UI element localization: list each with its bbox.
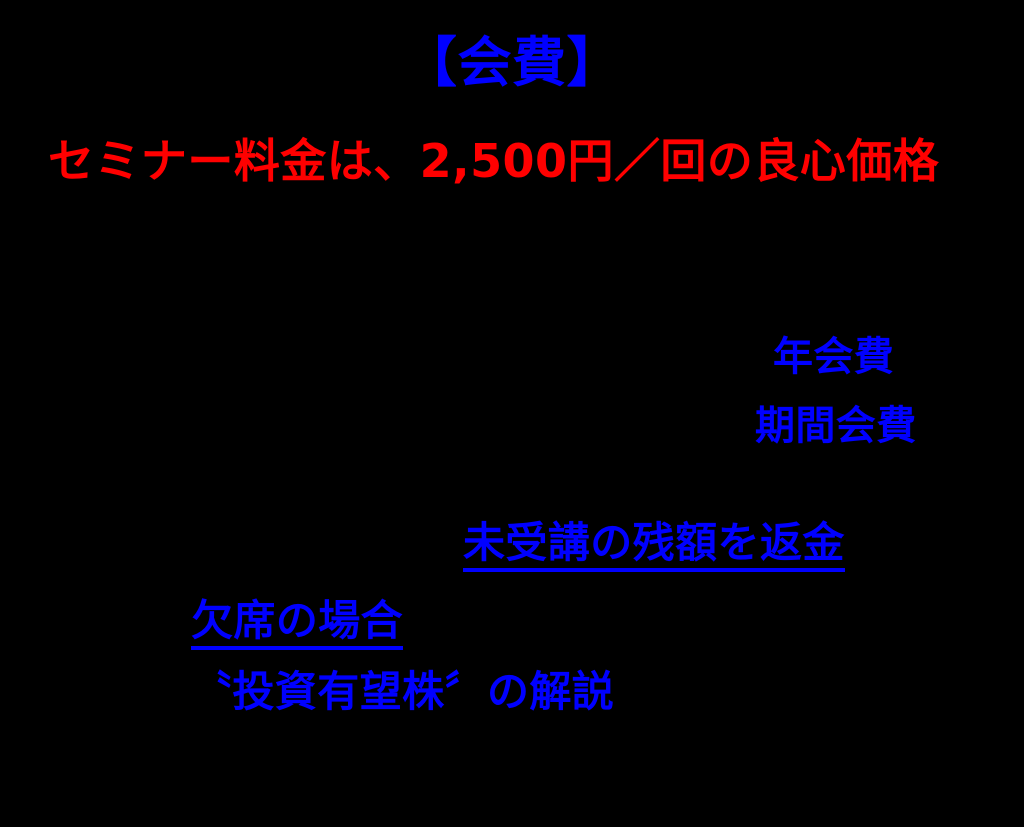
term-fee-label: 期間会費: [755, 403, 917, 449]
refund-unattended-balance-label: 未受講の残額を返金: [463, 522, 845, 572]
promising-stock-commentary-label: 〝投資有望株〞の解説: [190, 667, 615, 716]
annual-fee-label: 年会費: [773, 334, 895, 380]
page-title: 【会費】: [402, 31, 622, 94]
seminar-price-statement: セミナー料金は、2,500円／回の良心価格: [48, 134, 940, 188]
absence-case-label: 欠席の場合: [191, 600, 404, 650]
